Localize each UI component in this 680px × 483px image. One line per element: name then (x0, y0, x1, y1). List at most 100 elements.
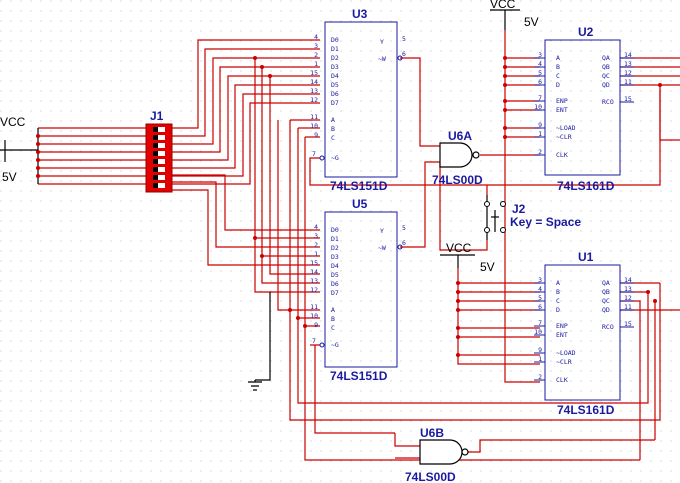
u2-pins-outpin-14: 14 (624, 51, 632, 59)
wire-net (37, 10, 680, 461)
u1-pins-out-qb-label: QB (602, 288, 610, 296)
vcc-volt-top: 5V (524, 15, 539, 29)
u5-in-d2-label: D2 (331, 244, 339, 252)
mux-u3[interactable]: U3 74LS151D D04D13D22D31D415D514D613D712… (310, 7, 406, 193)
u2-pins-out-qc-label: QC (602, 72, 610, 80)
u1-pins-out-qa-label: QA (602, 279, 610, 287)
u2-pins-in-4-label: ENP (556, 97, 568, 105)
u5-in-pin-15: 15 (310, 259, 318, 267)
u2-pins-in-0-label: A (556, 54, 560, 62)
u3-pin5: 5 (402, 35, 406, 43)
u2-pins-outpin-11: 11 (624, 78, 632, 86)
j2-ref: J2 (512, 202, 526, 216)
u2-pins-out-qb-label: QB (602, 63, 610, 71)
u2-pins-in-2-label: C (556, 72, 560, 80)
u3-in-d5-label: D5 (331, 81, 339, 89)
vcc-volt-left: 5V (2, 170, 17, 184)
u5-in-pin-1: 1 (314, 250, 318, 258)
u2-pins-in-3-label: D (556, 81, 560, 89)
u1-pins-in-3-label: D (556, 306, 560, 314)
u5-in-d7-label: D7 (331, 289, 339, 297)
u5-in-selpin-11: 11 (310, 303, 318, 311)
u1-pins-in-8-label: CLK (556, 376, 568, 384)
u5-pin5: 5 (402, 224, 406, 232)
switch-j2[interactable]: J2 Key = Space (484, 201, 582, 233)
u3-in-d4-label: D4 (331, 72, 339, 80)
u5-in-d1-label: D1 (331, 235, 339, 243)
u1-pins-in-5-label: ENT (556, 331, 568, 339)
u1-pins-in-6-label: ~LOAD (556, 349, 576, 357)
u3-in-d6-label: D6 (331, 90, 339, 98)
u5-in-pin-14: 14 (310, 268, 318, 276)
u5-in-d0-label: D0 (331, 226, 339, 234)
u1-pins-outpin-11: 11 (624, 303, 632, 311)
j2-key: Key = Space (510, 215, 581, 229)
dip-switch-j1[interactable]: J1 (145, 109, 173, 193)
u1-pins-inpin-5: 10 (534, 328, 542, 336)
u5-in-d3-label: D3 (331, 253, 339, 261)
u3-in-selpin-9: 9 (314, 131, 318, 139)
u2-pins-inpin-4: 7 (538, 94, 542, 102)
u6b-part: 74LS00D (405, 470, 456, 483)
counter-u1[interactable]: U1 74LS161D A3B4C5D6ENP7ENT10~LOAD9~CLR1… (534, 250, 634, 417)
u5-in-pin-13: 13 (310, 277, 318, 285)
u1-pins-in-2-label: C (556, 297, 560, 305)
u5-in-sel-b-label: B (331, 315, 335, 323)
u3-in-pin-13: 13 (310, 87, 318, 95)
u1-pins-outpin-14: 14 (624, 276, 632, 284)
u2-pins-inpin-8: 2 (538, 148, 542, 156)
nand-u6a[interactable]: U6A 74LS00D (432, 129, 483, 187)
u5-in-sel-c-label: C (331, 324, 335, 332)
u3-in-pin-4: 4 (314, 33, 318, 41)
counter-u2[interactable]: U2 74LS161D A3B4C5D6ENP7ENT10~LOAD9~CLR1… (534, 25, 634, 193)
vcc-left: VCC 5V (0, 115, 38, 184)
u1-pins-inpin-6: 9 (538, 346, 542, 354)
u5-in-d6-label: D6 (331, 280, 339, 288)
u5-part: 74LS151D (330, 369, 388, 383)
u3-g-label: ~G (331, 154, 339, 162)
u1-pins-inpin-2: 5 (538, 294, 542, 302)
u2-pins-inpin-3: 6 (538, 78, 542, 86)
mux-u5[interactable]: U5 74LS151D D04D13D22D31D415D514D613D712… (310, 197, 406, 383)
u2-pins-outpin-15: 15 (624, 95, 632, 103)
vcc-label-top: VCC (490, 0, 516, 11)
u1-pins-outpin-13: 13 (624, 285, 632, 293)
u5-y-label: Y (380, 227, 384, 235)
vcc-label-mid: VCC (446, 241, 472, 255)
u2-pins-out-qd-label: QD (602, 81, 610, 89)
u3-in-sel-a-label: A (331, 116, 335, 124)
u6a-part: 74LS00D (432, 173, 483, 187)
nand-u6b[interactable]: U6B 74LS00D (405, 426, 469, 483)
u5-ref: U5 (352, 197, 368, 211)
u2-pins-in-8-label: CLK (556, 151, 568, 159)
u5-in-pin-2: 2 (314, 241, 318, 249)
u1-ref: U1 (578, 250, 594, 264)
u3-in-d0-label: D0 (331, 36, 339, 44)
u3-in-pin-12: 12 (310, 96, 318, 104)
vcc-volt-mid: 5V (480, 260, 495, 274)
vcc-mid: VCC 5V (440, 241, 495, 274)
u1-pins-inpin-0: 3 (538, 276, 542, 284)
u5-pin6: 6 (402, 239, 406, 247)
junctions (36, 56, 662, 357)
u1-pins-inpin-4: 7 (538, 319, 542, 327)
u1-pins-in-1-label: B (556, 288, 560, 296)
u5-w-label: ~W (378, 244, 386, 252)
u1-pins-inpin-7: 1 (538, 355, 542, 363)
u2-pins-out-rco-label: RCO (602, 98, 614, 106)
u1-pins-inpin-8: 2 (538, 373, 542, 381)
u3-in-selpin-10: 10 (310, 122, 318, 130)
u3-in-pin-3: 3 (314, 42, 318, 50)
u2-pins-in-1-label: B (556, 63, 560, 71)
u5-pin7: 7 (312, 337, 316, 345)
u2-pins-outpin-13: 13 (624, 60, 632, 68)
u5-in-d4-label: D4 (331, 262, 339, 270)
u1-part: 74LS161D (557, 403, 615, 417)
u1-pins-inpin-1: 4 (538, 285, 542, 293)
u5-g-label: ~G (331, 341, 339, 349)
u3-in-pin-14: 14 (310, 78, 318, 86)
